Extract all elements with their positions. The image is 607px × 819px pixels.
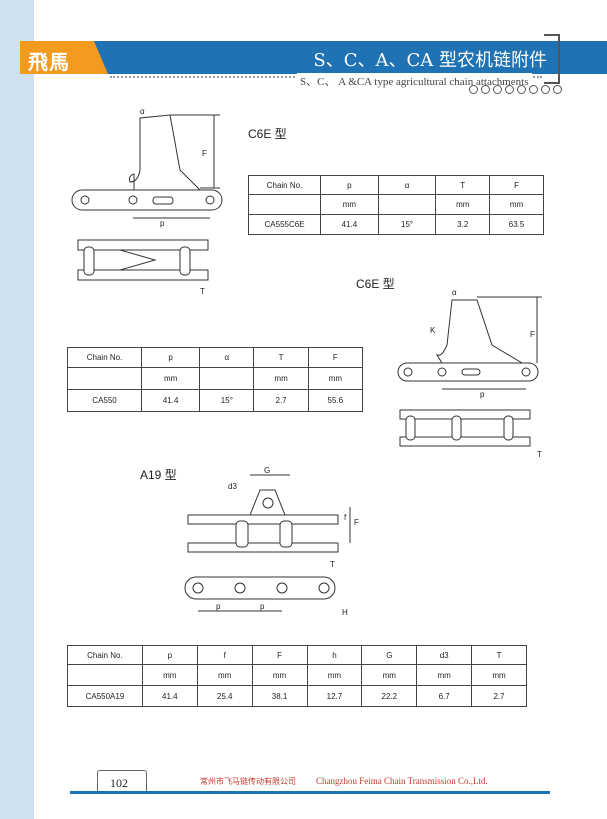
s2-u1: mm [141, 367, 201, 390]
dim-T-3: T [330, 560, 335, 569]
brand-logo: 飛馬 [20, 41, 108, 74]
s1-u0 [247, 194, 322, 215]
dim-F-1: F [202, 149, 207, 158]
header-bar [34, 41, 607, 74]
s2-c0: CA550 [66, 389, 143, 412]
s1-u1: mm [320, 194, 379, 215]
s3-c5: 22.2 [361, 685, 418, 707]
s3-c0: CA550A19 [67, 685, 143, 707]
dim-p-3a: p [216, 602, 221, 611]
section1-title: C6E 型 [248, 127, 287, 141]
s1-c2: 15° [377, 214, 437, 235]
dim-H: H [342, 608, 348, 617]
section1-table: Chain No. p α T F mm mm mm CA555C6E 41.4… [247, 175, 544, 235]
s3-h4: h [306, 645, 363, 665]
s2-u4: mm [307, 367, 364, 390]
s3-u3: mm [251, 664, 308, 686]
s3-c2: 25.4 [196, 685, 253, 707]
s2-u2 [199, 367, 255, 390]
section2-drawing: F α K p T [397, 288, 542, 459]
s2-c4: 55.6 [307, 389, 364, 412]
s1-h0: Chain No. [247, 175, 322, 195]
dim-p-2: p [480, 390, 485, 399]
dim-p-1: p [160, 219, 165, 228]
section1-drawing: F α p T [71, 107, 223, 296]
s3-u6: mm [416, 664, 473, 686]
dim-alpha-2: α [452, 288, 457, 297]
section2-title: C6E 型 [356, 277, 395, 291]
s3-h2: f [196, 645, 253, 665]
s1-u4: mm [489, 194, 544, 215]
s1-c3: 3.2 [435, 214, 491, 235]
s2-h0: Chain No. [66, 347, 143, 368]
dim-F-2: F [530, 330, 535, 339]
footer-line [70, 791, 550, 794]
page-number: 102 [110, 776, 128, 790]
dim-d3: d3 [228, 482, 237, 491]
page-title-cn: S、C、A、CA 型农机链附件 [313, 50, 547, 71]
s2-c3: 2.7 [253, 389, 309, 412]
s2-u3: mm [253, 367, 309, 390]
s2-u0 [66, 367, 143, 390]
s3-c7: 2.7 [471, 685, 527, 707]
s3-c4: 12.7 [306, 685, 363, 707]
s1-u3: mm [435, 194, 491, 215]
dim-G: G [264, 466, 270, 475]
dim-T-2: T [537, 450, 542, 459]
dim-f: f [344, 513, 347, 522]
footer-company-en: Changzhou Feima Chain Transmission Co.,L… [316, 776, 488, 786]
s3-u5: mm [361, 664, 418, 686]
s3-h5: G [361, 645, 418, 665]
s3-h3: F [251, 645, 308, 665]
s3-c6: 6.7 [416, 685, 473, 707]
dim-p-3b: p [260, 602, 265, 611]
section3-title: A19 型 [140, 468, 177, 482]
dim-K: K [430, 326, 436, 335]
s2-h3: T [253, 347, 309, 368]
s3-u0 [67, 664, 143, 686]
s2-h2: α [199, 347, 255, 368]
s1-h4: F [489, 175, 544, 195]
s3-c1: 41.4 [141, 685, 198, 707]
s3-u1: mm [141, 664, 198, 686]
s1-h1: p [320, 175, 379, 195]
s3-h7: T [471, 645, 527, 665]
section3-table: Chain No. p f F h G d3 T mm mm mm mm mm … [67, 645, 527, 707]
s2-c1: 41.4 [141, 389, 201, 412]
s3-c3: 38.1 [251, 685, 308, 707]
s1-u2 [377, 194, 437, 215]
s3-u7: mm [471, 664, 527, 686]
section3-drawing: G d3 F f T p p H [184, 466, 359, 617]
s3-u4: mm [306, 664, 363, 686]
left-sidebar [0, 0, 34, 819]
s3-h0: Chain No. [67, 645, 143, 665]
page-number-tab: 102 [97, 770, 147, 793]
footer-company-cn: 常州市飞马链传动有限公司 [200, 777, 296, 786]
brand-text: 飛馬 [28, 50, 70, 74]
s1-c0: CA555C6E [247, 214, 322, 235]
s1-c1: 41.4 [320, 214, 379, 235]
s3-h6: d3 [416, 645, 473, 665]
s2-h1: p [141, 347, 201, 368]
s3-u2: mm [196, 664, 253, 686]
s2-h4: F [307, 347, 364, 368]
section2-table: Chain No. p α T F mm mm mm CA550 41.4 15… [66, 347, 364, 412]
s3-h1: p [141, 645, 198, 665]
dim-alpha-1: α [140, 107, 145, 116]
dim-T-1: T [200, 287, 205, 296]
s1-h2: α [377, 175, 437, 195]
s1-c4: 63.5 [489, 214, 544, 235]
dim-F-3: F [354, 518, 359, 527]
decorative-circles [469, 85, 562, 94]
title-bracket [544, 34, 560, 84]
s1-h3: T [435, 175, 491, 195]
s2-c2: 15° [199, 389, 255, 412]
